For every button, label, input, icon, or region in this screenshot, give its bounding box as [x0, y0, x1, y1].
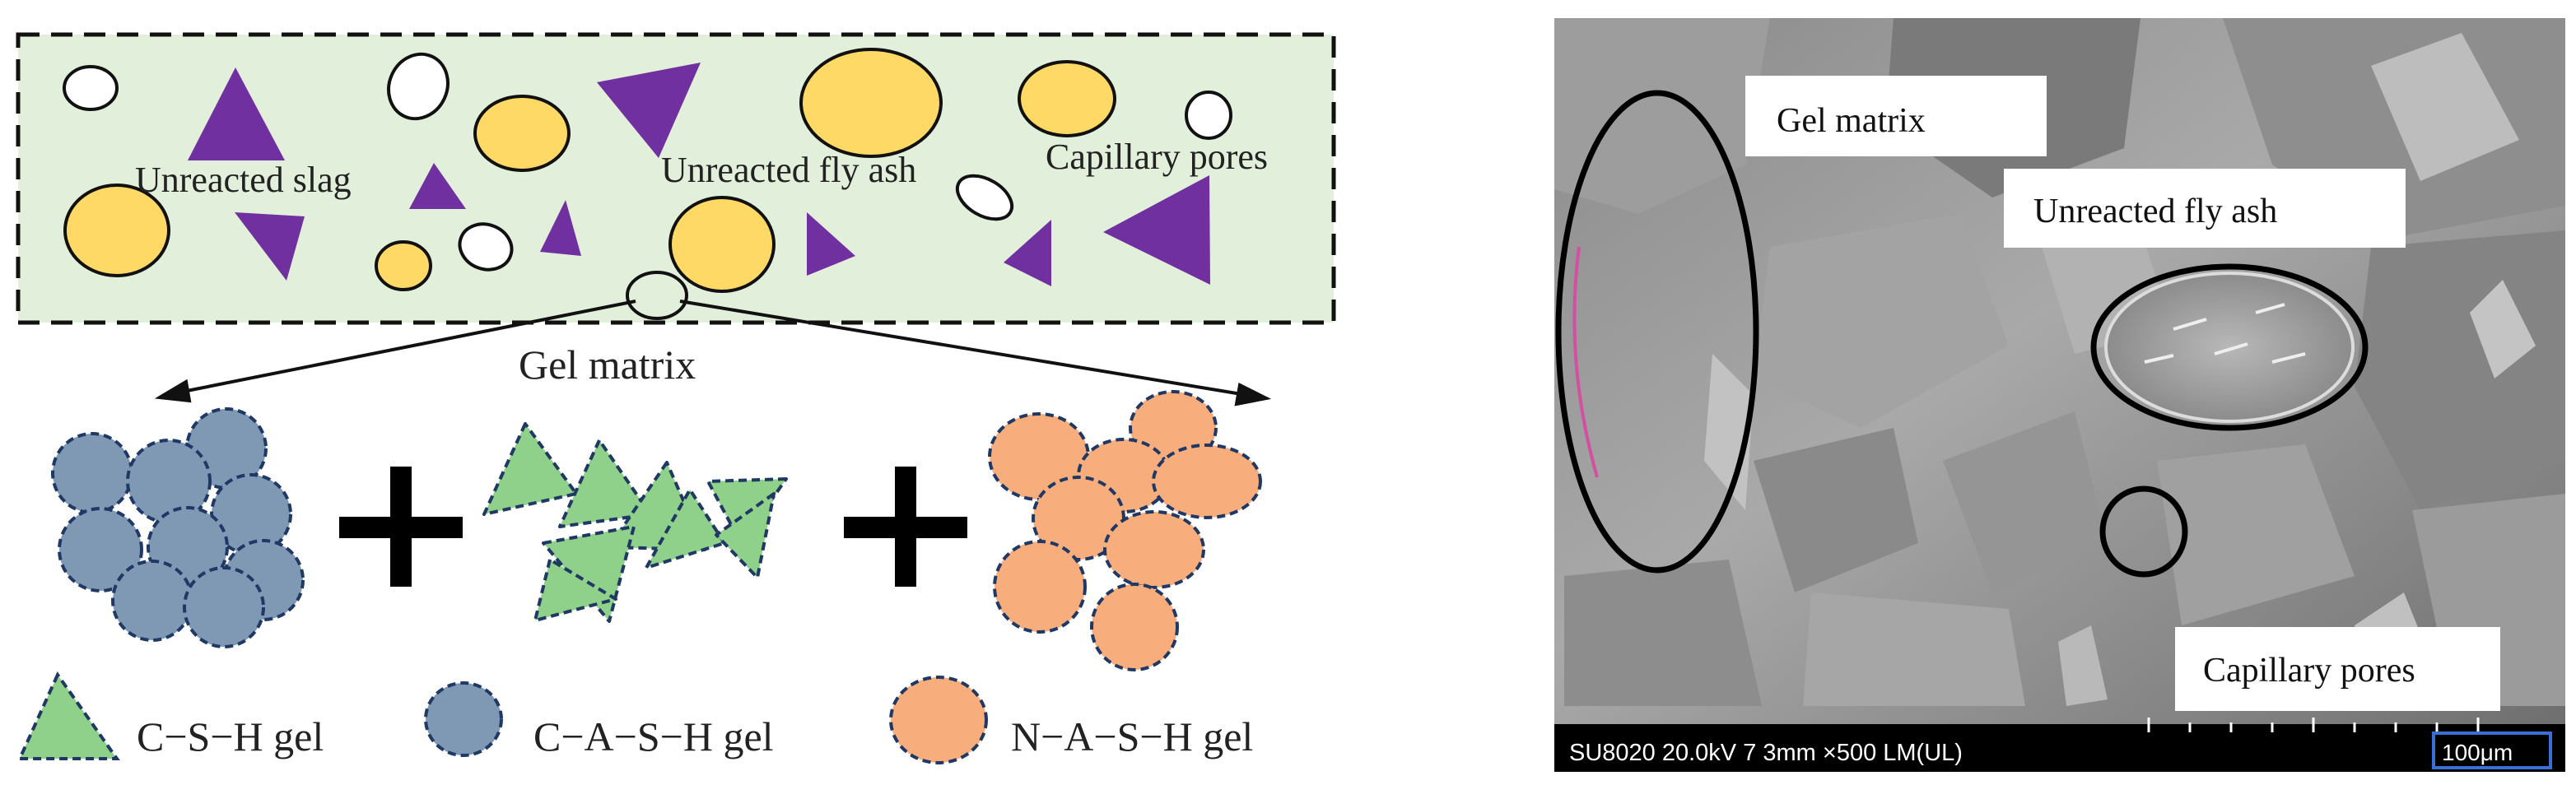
label-unreacted-slag: Unreacted slag [135, 160, 352, 200]
plus-sign [895, 467, 916, 587]
legend-nash-swatch [889, 676, 988, 764]
slag-particle [540, 200, 581, 256]
pore [1185, 91, 1232, 140]
slag-particle [188, 67, 285, 160]
fly-ash-particle [473, 95, 571, 172]
sem-fly-ash-outline [2090, 263, 2369, 431]
sem-ruler-ticks [2147, 718, 2480, 732]
sem-gel-matrix-outline [1555, 90, 1759, 574]
slag-particle [1103, 175, 1210, 285]
legend-cash-swatch [424, 681, 503, 757]
pore [63, 65, 119, 111]
label-capillary-pores: Capillary pores [1046, 137, 1268, 177]
fly-ash-particle [799, 48, 943, 158]
fly-ash-particle [1018, 60, 1116, 137]
legend-csh-label: C−S−H gel [137, 713, 324, 759]
fly-ash-particle [668, 196, 776, 293]
schematic-panel: Unreacted slag Unreacted fly ash Capilla… [16, 32, 1336, 764]
slag-particle [409, 163, 466, 209]
sem-gel-matrix-label-box [1745, 76, 2047, 156]
sem-gel-matrix-label: Gel matrix [1777, 102, 1926, 140]
pore [955, 174, 1014, 221]
legend-csh-swatch [16, 671, 120, 760]
cash-cluster [51, 407, 305, 648]
nash-cluster [988, 390, 1262, 671]
sem-crystals [2144, 303, 2306, 364]
sem-panel: Gel matrix Unreacted fly ash Capillary p… [1554, 18, 2565, 772]
slag-particles [188, 63, 1210, 286]
pore [458, 222, 514, 272]
sem-gel-matrix-magenta-edge [1572, 246, 1599, 478]
slag-particle [235, 212, 305, 281]
csh-cluster [482, 422, 788, 623]
sem-fly-ash-label-box [2004, 169, 2406, 248]
sem-pores-label-box [2175, 627, 2500, 711]
slag-particle [1004, 220, 1051, 286]
sem-pore-outline [2099, 485, 2188, 578]
legend-nash-label: N−A−S−H gel [1011, 713, 1253, 759]
gel-matrix-spot [626, 271, 688, 320]
pore-particles [63, 52, 1232, 272]
sem-fly-ash-label: Unreacted fly ash [2033, 193, 2277, 230]
slag-particle [807, 212, 855, 276]
pore [387, 52, 450, 121]
sem-pores-label: Capillary pores [2203, 652, 2415, 690]
fly-ash-particle [63, 183, 170, 277]
label-unreacted-fly-ash: Unreacted fly ash [661, 150, 916, 190]
sem-fly-ash-sphere [2104, 272, 2355, 423]
zoom-arrows [154, 300, 1272, 406]
fly-ash-particles [63, 48, 1116, 293]
sem-scale-bar-label: 100μm [2442, 740, 2513, 765]
slag-particle [597, 63, 701, 158]
plus-sign [390, 467, 412, 587]
sem-scale-bar-box [2432, 732, 2552, 769]
fly-ash-particle [375, 240, 432, 291]
sem-info-text: SU8020 20.0kV 7 3mm ×500 LM(UL) [1569, 740, 1963, 766]
label-gel-matrix: Gel matrix [519, 341, 696, 388]
legend-cash-label: C−A−S−H gel [533, 713, 774, 759]
